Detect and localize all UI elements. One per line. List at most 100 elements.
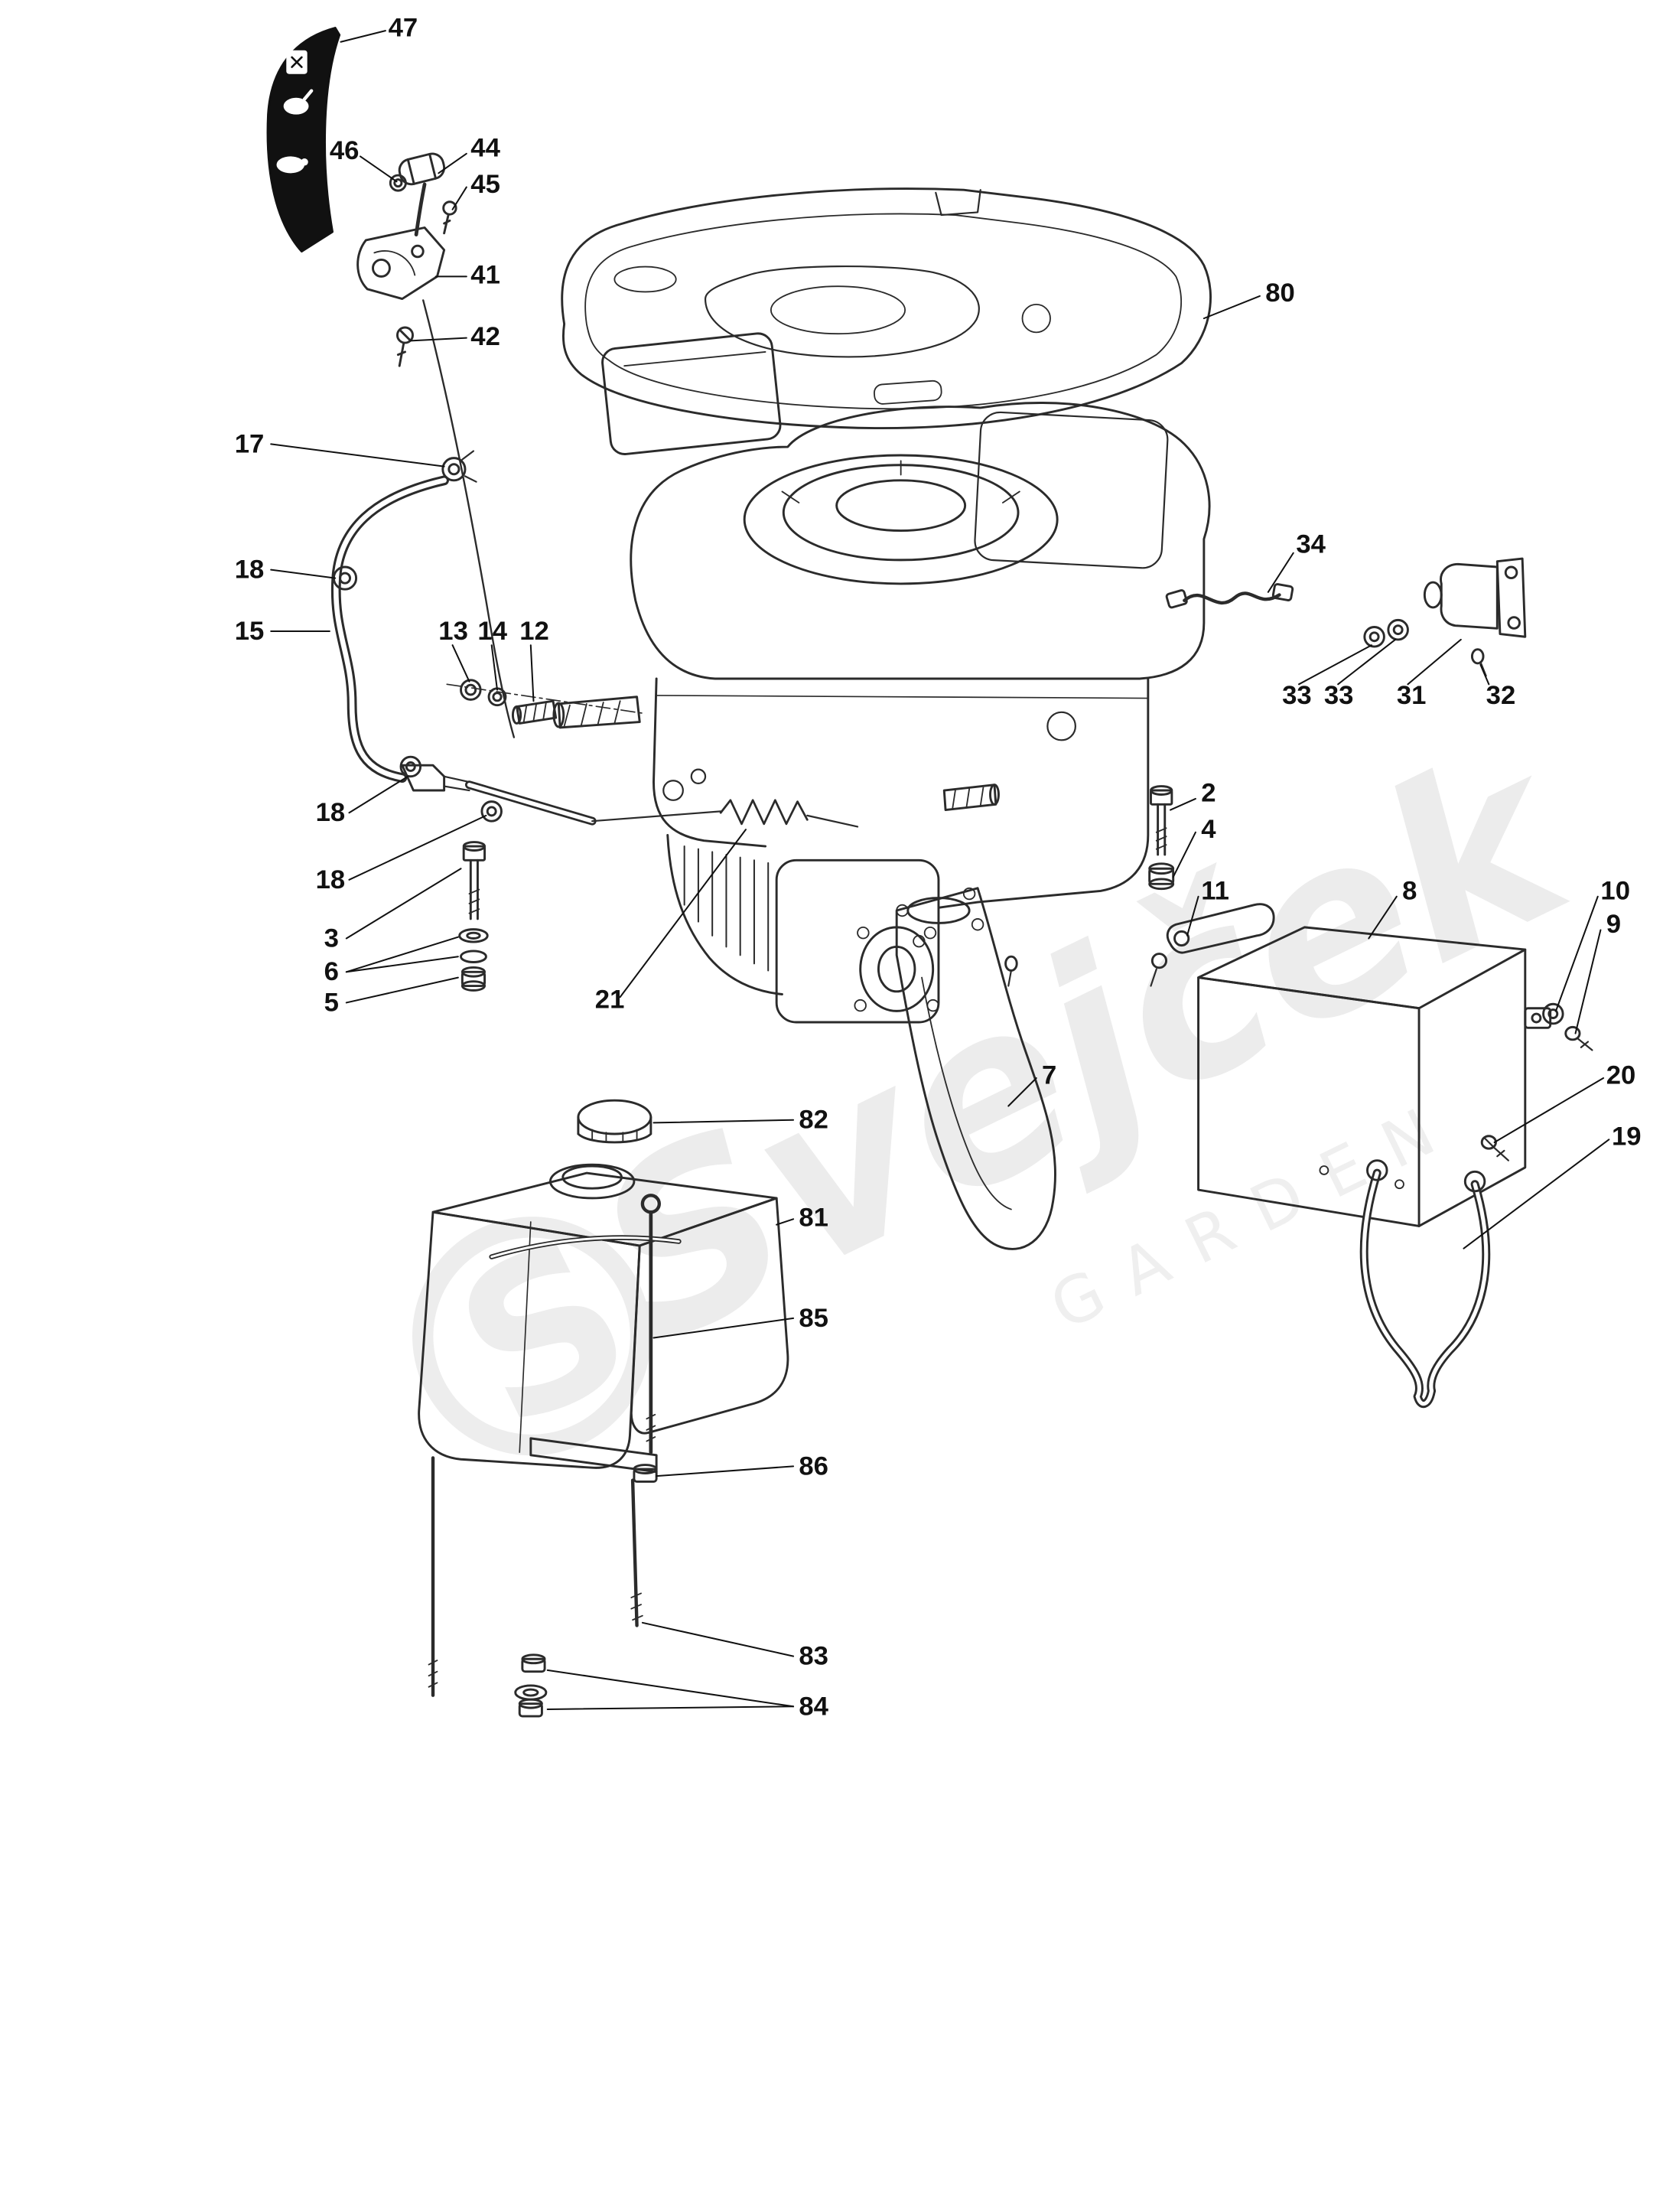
part-label-41: 41 [470, 261, 500, 290]
leader-p81 [776, 1218, 795, 1226]
part-label-20: 20 [1606, 1060, 1636, 1090]
part-label-7: 7 [1042, 1060, 1056, 1090]
spring-21 [719, 799, 809, 826]
part-label-44: 44 [470, 133, 500, 162]
exhaust-chute-7 [895, 887, 1057, 1250]
washer-33a [1363, 626, 1385, 648]
rod-83 [630, 1478, 639, 1627]
crankcase [653, 677, 767, 848]
part-label-18b: 18 [316, 798, 346, 827]
part-label-82: 82 [799, 1106, 828, 1135]
fuel-hose [330, 450, 597, 826]
leader-p14 [490, 644, 499, 691]
screw-42 [395, 326, 414, 344]
throttle-knob-44 [398, 152, 446, 186]
washer-10 [1542, 1002, 1564, 1025]
washer-33b [1387, 618, 1409, 641]
part-label-18a: 18 [235, 555, 265, 585]
bracket-41 [356, 226, 446, 301]
battery-box-8 [1197, 926, 1593, 1227]
clamp-17 [441, 457, 467, 482]
rabbit-icon [283, 97, 309, 115]
leader-p13 [451, 644, 470, 682]
part-label-10: 10 [1600, 876, 1630, 905]
linkage-rod [591, 810, 859, 828]
leader-p31 [1407, 638, 1462, 686]
part-label-46: 46 [330, 136, 360, 165]
elbow-fitting [401, 764, 446, 792]
bolt-2-nut-4 [1148, 785, 1175, 891]
nut-5 [460, 970, 487, 987]
leader-p33b [1337, 638, 1397, 686]
air-cleaner-cover [601, 332, 782, 455]
leader-p9 [1574, 929, 1602, 1034]
leader-p32 [1479, 663, 1490, 686]
leader-p85 [653, 1317, 795, 1339]
leader-p34 [1267, 552, 1294, 593]
part-label-11: 11 [1201, 876, 1229, 905]
part-label-33b: 33 [1324, 681, 1354, 710]
leader-p2 [1170, 797, 1196, 811]
rear-cover-panel [974, 411, 1169, 569]
pto-shaft-stub [557, 696, 641, 729]
blower-housing [630, 402, 1211, 680]
throttle-control [356, 152, 516, 738]
leader-p33a [1298, 644, 1372, 686]
filler-neck [548, 1163, 636, 1200]
leader-p10 [1554, 895, 1599, 1012]
leader-p44 [438, 152, 467, 174]
part-label-31: 31 [1397, 681, 1427, 710]
leader-p18b [348, 775, 409, 814]
part-label-45: 45 [470, 170, 500, 199]
nut-84b [518, 1702, 543, 1718]
leader-p12 [529, 644, 535, 702]
bracket-screw [1150, 953, 1168, 969]
leader-p6b [345, 956, 459, 973]
part-label-32: 32 [1486, 681, 1516, 710]
part-label-6: 6 [324, 957, 339, 986]
part-label-18c: 18 [316, 865, 346, 894]
tank-rods [428, 1194, 661, 1718]
leader-p83 [641, 1621, 795, 1657]
leader-p5 [345, 976, 459, 1004]
leader-p17 [270, 443, 445, 467]
watermark-logo-ring [412, 1217, 652, 1456]
leader-p82 [653, 1119, 795, 1124]
leader-p80 [1202, 295, 1261, 320]
part-label-86: 86 [799, 1451, 828, 1481]
leader-p45 [451, 186, 467, 210]
part-label-21: 21 [595, 985, 625, 1015]
box-tab [1524, 1007, 1552, 1029]
washer-6b [460, 950, 487, 963]
tray-cover-80 [561, 187, 1212, 430]
part-label-34: 34 [1296, 530, 1326, 559]
leader-p4 [1172, 831, 1196, 878]
bolt-3 [462, 845, 487, 862]
part-label-47: 47 [389, 13, 418, 42]
leader-p11 [1186, 895, 1199, 937]
diagram-linework [266, 27, 1610, 1718]
clamp-18c [480, 800, 503, 823]
leader-p18c [348, 814, 487, 881]
part-label-84: 84 [799, 1692, 828, 1721]
part-label-2: 2 [1201, 779, 1216, 808]
leader-p19 [1463, 1139, 1610, 1249]
leader-p42 [409, 337, 467, 342]
u-bracket-19 [1359, 1159, 1491, 1409]
leader-lines [270, 30, 1610, 1710]
fuel-tank-81 [418, 1099, 789, 1469]
side-stub [942, 783, 997, 812]
washer-6a [458, 928, 489, 943]
leader-p21 [619, 829, 747, 998]
leader-p84b [546, 1705, 795, 1710]
watermark: S Svejček GARDEN [412, 695, 1614, 1476]
bolt-stack [458, 841, 489, 992]
part-label-9: 9 [1606, 910, 1621, 939]
clamp-18b [399, 755, 422, 778]
leader-p8 [1368, 895, 1398, 940]
leader-p18a [270, 568, 337, 579]
part-label-83: 83 [799, 1642, 828, 1671]
leader-p46 [360, 155, 398, 183]
part-label-14: 14 [477, 617, 507, 646]
throttle-cable [422, 299, 516, 738]
